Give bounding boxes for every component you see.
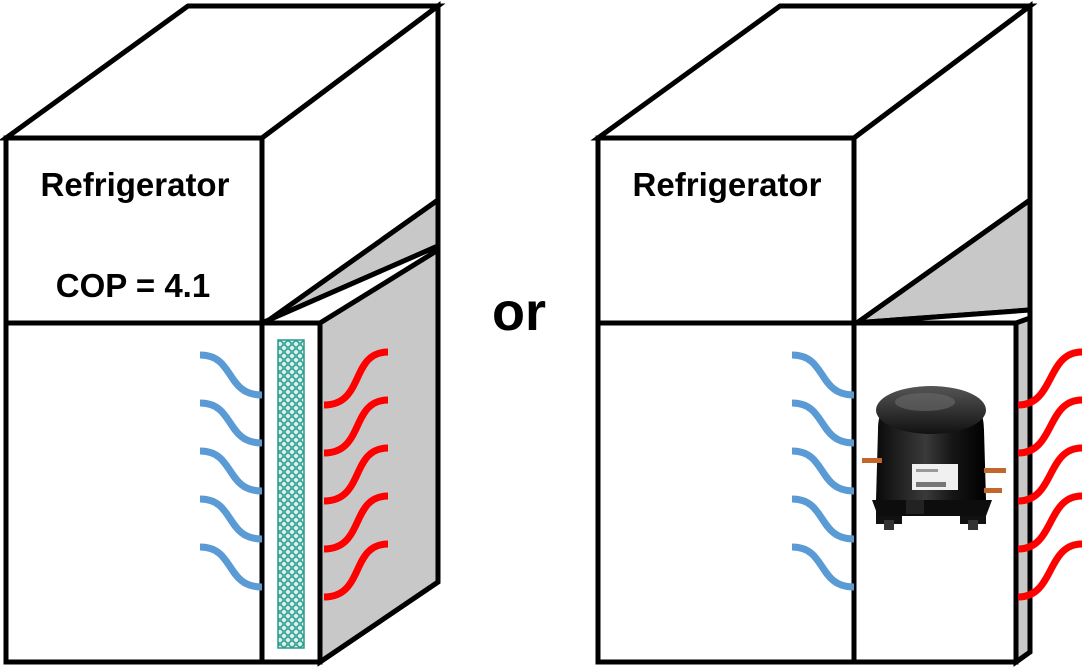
- right-cold-waves: [791, 351, 855, 591]
- left-cold-waves: [199, 351, 263, 591]
- right-door-top: [853, 307, 1033, 326]
- right-hot-waves: [1017, 348, 1083, 601]
- left-hot-waves: [323, 348, 389, 601]
- left-fridge-title: Refrigerator: [41, 166, 230, 203]
- left-fridge-cop-label: COP = 4.1: [56, 267, 210, 304]
- right-front-upper-panel: [595, 135, 857, 326]
- right-front-lower-panel: [595, 320, 857, 665]
- left-door-top: [260, 242, 441, 326]
- compressor-icon: [862, 386, 1006, 530]
- left-refrigerator: Refrigerator COP = 4.1: [0, 1, 446, 667]
- or-connector-text: or: [492, 282, 546, 342]
- left-front-lower-panel: [3, 320, 265, 665]
- porous-membrane-strip-icon: [277, 339, 305, 649]
- right-refrigerator: Refrigerator: [590, 1, 1083, 667]
- right-fridge-title: Refrigerator: [633, 166, 822, 203]
- left-front-upper-panel: [3, 135, 265, 326]
